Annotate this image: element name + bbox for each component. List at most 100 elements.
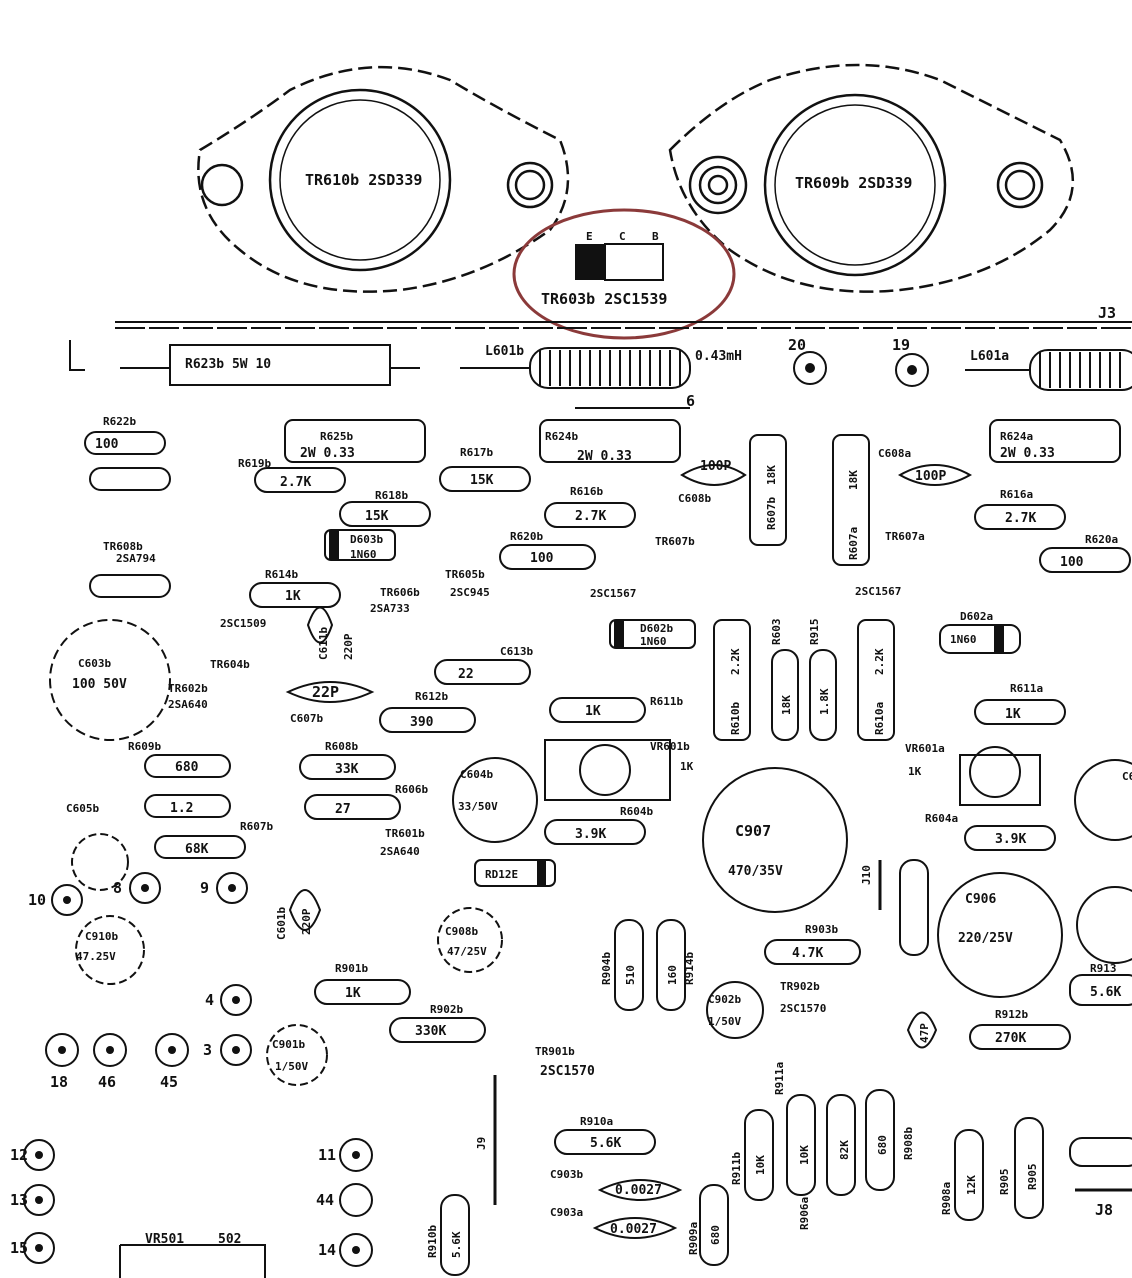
svg-text:11: 11 [318,1146,336,1164]
svg-text:R608b: R608b [325,740,358,753]
svg-text:R624a: R624a [1000,430,1033,443]
svg-text:C613b: C613b [500,645,533,658]
svg-text:0.0027: 0.0027 [610,1222,657,1237]
svg-text:R912b: R912b [995,1008,1028,1021]
power-transistor-left [197,65,570,293]
j3-label: J3 [1098,304,1116,322]
svg-text:680: 680 [876,1135,889,1155]
svg-text:R908a: R908a [940,1182,953,1215]
svg-text:C906: C906 [965,892,996,907]
svg-text:1.8K: 1.8K [818,688,831,715]
svg-text:15: 15 [10,1239,28,1257]
svg-text:0.0027: 0.0027 [615,1183,662,1198]
tr603b-label: TR603b 2SC1539 [541,290,667,308]
svg-text:1/50V: 1/50V [275,1060,308,1073]
svg-text:C910b: C910b [85,930,118,943]
svg-text:C608a: C608a [878,447,911,460]
l601-value: 0.43mH [695,349,742,364]
svg-text:5.6K: 5.6K [590,1136,621,1151]
svg-text:12: 12 [10,1146,28,1164]
svg-text:R624b: R624b [545,430,578,443]
svg-text:RD12E: RD12E [485,868,518,881]
svg-text:TR605b: TR605b [445,568,485,581]
pin-e-label: E [586,230,593,243]
svg-text:100: 100 [95,437,119,452]
svg-text:2.2K: 2.2K [873,648,886,675]
tr610b-label: TR610b 2SD339 [305,171,422,189]
svg-text:C604a: C604a [1122,770,1132,783]
svg-text:13: 13 [10,1191,28,1209]
pin-c-label: C [619,230,626,243]
svg-text:R610b: R610b [729,702,742,735]
svg-text:100: 100 [1060,555,1084,570]
svg-text:R620a: R620a [1085,533,1118,546]
svg-text:TR608b: TR608b [103,540,143,553]
svg-text:J8: J8 [1095,1201,1113,1219]
svg-text:R609b: R609b [128,740,161,753]
svg-text:18K: 18K [765,465,778,485]
svg-text:R604a: R604a [925,812,958,825]
svg-text:R915: R915 [808,619,821,646]
svg-text:TR604b: TR604b [210,658,250,671]
resistor-r623b [120,344,420,386]
svg-text:1K: 1K [908,765,922,778]
svg-text:18: 18 [50,1073,68,1091]
svg-text:VR601a: VR601a [905,742,945,755]
svg-text:R618b: R618b [375,489,408,502]
terminal-19-label: 19 [892,336,910,354]
svg-text:100P: 100P [700,459,731,474]
l601a-label: L601a [970,349,1009,364]
svg-text:220P: 220P [342,633,355,660]
svg-text:R911a: R911a [773,1062,786,1095]
svg-text:2SC1567: 2SC1567 [590,587,636,600]
svg-text:1K: 1K [680,760,694,773]
svg-text:1N60: 1N60 [350,548,377,561]
svg-text:18K: 18K [780,695,793,715]
svg-text:C903b: C903b [550,1168,583,1181]
svg-text:22: 22 [458,667,474,682]
svg-text:2W 0.33: 2W 0.33 [1000,446,1055,461]
svg-text:14: 14 [318,1241,336,1259]
svg-text:R904b: R904b [600,952,613,985]
svg-text:1/50V: 1/50V [708,1015,741,1028]
svg-text:C607b: C607b [290,712,323,725]
svg-text:5.6K: 5.6K [1090,985,1121,1000]
svg-text:R606b: R606b [395,783,428,796]
svg-text:R616a: R616a [1000,488,1033,501]
svg-text:100 50V: 100 50V [72,677,127,692]
terminal-20-label: 20 [788,336,806,354]
svg-text:2.7K: 2.7K [575,509,606,524]
svg-text:2SA733: 2SA733 [370,602,410,615]
svg-text:470/35V: 470/35V [728,864,783,879]
svg-text:D602a: D602a [960,610,993,623]
svg-text:R611b: R611b [650,695,683,708]
svg-text:R914b: R914b [683,952,696,985]
svg-text:680: 680 [175,760,199,775]
highlight-ring: E C B TR603b 2SC1539 [512,208,736,340]
svg-text:1.2: 1.2 [170,801,193,816]
svg-text:3: 3 [203,1041,212,1059]
svg-text:R607a: R607a [847,527,860,560]
svg-text:68K: 68K [185,842,209,857]
svg-text:47P: 47P [918,1023,931,1043]
svg-text:C601b: C601b [275,907,288,940]
svg-text:100P: 100P [915,469,946,484]
svg-text:TR601b: TR601b [385,827,425,840]
component-labels: R622b 100 R625b 2W 0.33 R624b 2W 0.33 R6… [10,415,1132,1259]
svg-text:1K: 1K [585,704,601,719]
svg-text:R901b: R901b [335,962,368,975]
svg-text:2SC1509: 2SC1509 [220,617,266,630]
svg-text:2.7K: 2.7K [1005,511,1036,526]
svg-text:390: 390 [410,715,434,730]
svg-text:C902b: C902b [708,993,741,1006]
svg-text:100: 100 [530,551,554,566]
inductor-l601b [460,347,691,409]
svg-text:R910b: R910b [426,1225,439,1258]
svg-text:R617b: R617b [460,446,493,459]
svg-text:R614b: R614b [265,568,298,581]
svg-text:R610a: R610a [873,702,886,735]
svg-text:R625b: R625b [320,430,353,443]
svg-text:502: 502 [218,1232,241,1247]
svg-text:R905: R905 [1026,1164,1039,1191]
svg-text:2SA794: 2SA794 [116,552,156,565]
